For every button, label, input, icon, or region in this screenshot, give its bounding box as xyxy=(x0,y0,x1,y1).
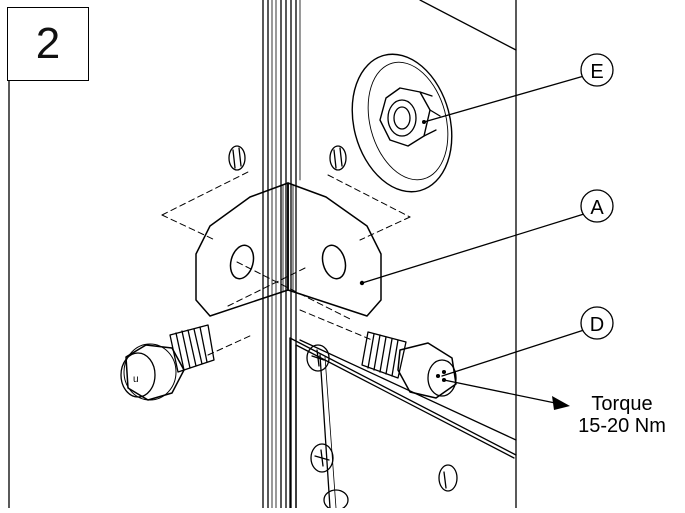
screw-2 xyxy=(310,443,334,473)
leader-a xyxy=(361,213,585,284)
upright-profile xyxy=(262,0,297,509)
corner-bracket xyxy=(195,182,382,317)
torque-leader xyxy=(443,379,561,405)
bolt-left: u xyxy=(120,324,215,401)
torque-value: 15-20 Nm xyxy=(578,415,666,437)
top-panel-edge xyxy=(419,0,517,51)
step-number: 2 xyxy=(35,19,61,68)
panel-hole-lower xyxy=(438,464,458,492)
alignment-guides xyxy=(161,171,411,356)
callout-d: D xyxy=(580,306,614,340)
torque-label: Torque xyxy=(591,393,653,415)
leader-e-dot xyxy=(422,120,426,124)
callout-d-label: D xyxy=(590,314,604,336)
callout-e-label: E xyxy=(590,61,603,83)
torque-arrow-icon xyxy=(552,396,570,410)
callout-a: A xyxy=(580,189,614,223)
leader-e xyxy=(423,75,585,123)
leader-d xyxy=(441,329,585,377)
torque-annotation: Torque 15-20 Nm xyxy=(567,393,677,437)
bolt-right xyxy=(361,331,457,399)
panel-hole-left xyxy=(228,145,246,171)
flange-nut xyxy=(351,53,453,193)
svg-text:u: u xyxy=(133,374,139,385)
lower-plate xyxy=(289,337,517,509)
callout-e: E xyxy=(580,53,614,87)
screw-1 xyxy=(306,344,330,372)
callout-a-label: A xyxy=(590,197,604,219)
step-number-box: 2 xyxy=(7,7,89,81)
leader-a-dot xyxy=(359,280,365,286)
panel-hole-right xyxy=(329,145,347,171)
